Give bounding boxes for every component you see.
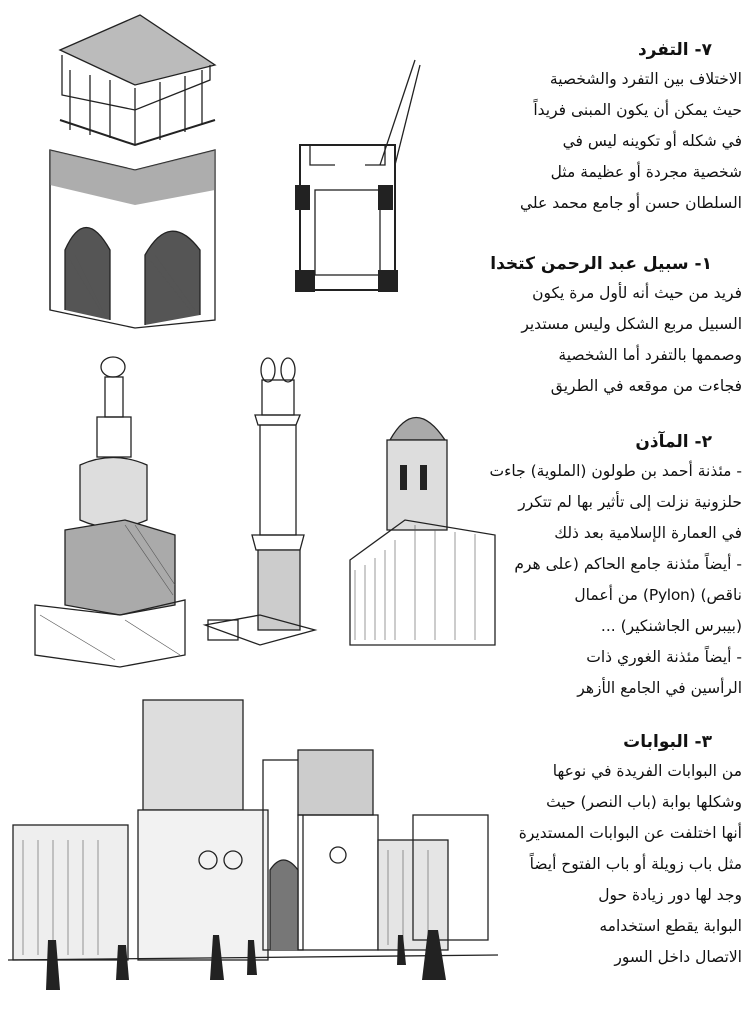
note-line: - أيضاً مئذنة الغوري ذات (586, 648, 742, 666)
note-line: - أيضاً مئذنة جامع الحاكم (على هرم (514, 555, 742, 573)
bab-al-nasr-gate-sketch (8, 690, 503, 1000)
note-line: فجاءت من موقعه في الطريق (550, 377, 743, 395)
note-line: السلطان حسن أو جامع محمد علي (519, 194, 742, 212)
note-line: السبيل مربع الشكل وليس مستدير (521, 315, 742, 333)
note-line: في العمارة الإسلامية بعد ذلك (554, 524, 742, 542)
note-line: في شكله أو تكوينه ليس في (562, 132, 743, 150)
note-line: الرأسين في الجامع الأزهر (577, 679, 742, 697)
note-line: الاختلاف بين التفرد والشخصية (549, 70, 742, 88)
note-minarets: ٢- المآذن - مئذنة أحمد بن طولون (الملوية… (482, 428, 743, 704)
note-line: وشكلها بوابة (باب النصر) حيث (546, 793, 742, 811)
note-heading: ٧- التفرد (637, 40, 712, 60)
note-sabil: ١- سبيل عبد الرحمن كتخدا فريد من حيث أنه… (482, 250, 742, 402)
note-line: وجد لها دور زيادة حول (598, 886, 742, 904)
note-line: الاتصال داخل السور (614, 948, 742, 966)
note-line: (بيبرس الجاشنكير) ... (600, 617, 742, 635)
note-gates: ٣- البوابات من البوابات الفريدة في نوعها… (482, 728, 743, 973)
hakim-minaret-sketch (345, 400, 500, 655)
minaret-sketch (200, 345, 325, 660)
note-line: شخصية مجردة أو عظيمة مثل (550, 163, 743, 181)
sabil-tower-sketch (40, 10, 225, 330)
note-line: مثل باب زويلة أو باب الفتوح أيضاً (529, 855, 743, 873)
ibn-tulun-minaret-sketch (25, 355, 195, 670)
note-line: حيث يمكن أن يكون المبنى فريداً (533, 101, 742, 119)
note-line: - مئذنة أحمد بن طولون (الملوية) جاءت (489, 462, 743, 480)
note-uniqueness: ٧- التفرد الاختلاف بين التفرد والشخصية ح… (482, 36, 742, 219)
note-line: حلزونية نزلت إلى تأثير بها لم تتكرر (518, 493, 742, 511)
note-line: فريد من حيث أنه لأول مرة يكون (532, 284, 742, 302)
note-line: أنها اختلفت عن البوابات المستديرة (518, 824, 743, 842)
note-line: وصممها بالتفرد أما الشخصية (558, 346, 742, 364)
note-heading: ٣- البوابات (623, 732, 712, 752)
sabil-plan-sketch (290, 55, 430, 305)
note-line: البوابة يقطع استخدامه (599, 917, 742, 935)
note-heading: ٢- المآذن (635, 432, 712, 452)
note-line: من البوابات الفريدة في نوعها (552, 762, 743, 780)
note-line: ناقص) (Pylon) من أعمال (574, 586, 742, 604)
note-heading: ١- سبيل عبد الرحمن كتخدا (490, 254, 712, 274)
